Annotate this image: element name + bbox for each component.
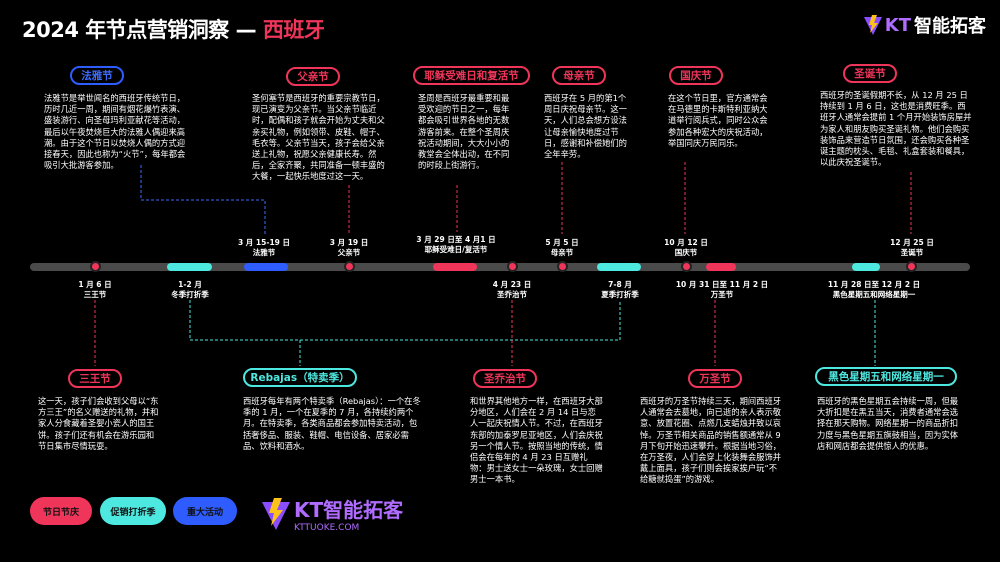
timeline-label-below: 7-8 月夏季打折季 (601, 280, 639, 300)
label-date: 3 月 15-19 日 (237, 238, 291, 247)
marker-st-george (507, 261, 518, 272)
card-text-fallas: 法雅节是举世闻名的西班牙传统节日，历时几近一周，期间有烟花爆竹表演、盛装游行、向… (44, 93, 186, 171)
card-title-three-kings: 三王节 (68, 369, 122, 388)
label-name: 法雅节 (252, 248, 276, 257)
card-title-mothers-day: 母亲节 (552, 66, 606, 85)
label-name: 万圣节 (710, 290, 734, 299)
card-text-christmas: 西班牙的圣诞假期不长，从 12 月 25 日持续到 1 月 6 日，这也是消费旺… (820, 90, 972, 168)
label-name: 国庆节 (674, 248, 698, 257)
label-name: 母亲节 (550, 248, 574, 257)
label-date: 3 月 19 日 (329, 238, 369, 247)
legend-major-event: 重大活动 (173, 497, 237, 525)
logo-icon (863, 15, 882, 35)
label-date: 10 月 12 日 (664, 238, 708, 247)
label-date: 3 月 29 日至 4 月1 日 (416, 235, 496, 244)
label-date: 10 月 31 日至 11 月 2 日 (675, 280, 769, 289)
card-text-three-kings: 这一天，孩子们会收到父母以“东方三王”的名义赠送的礼物，并和家人分食藏着圣婴小瓷… (38, 396, 159, 451)
label-name: 三王节 (83, 290, 107, 299)
logo-text: 智能拓客 (914, 16, 986, 37)
label-name: 父亲节 (337, 248, 361, 257)
watermark-url: KTTUOKE.COM (294, 523, 360, 533)
card-title-rebajas: Rebajas（特卖季） (243, 368, 357, 387)
label-name: 夏季打折季 (601, 290, 639, 299)
timeline-label-below: 11 月 28 日至 12 月 2 日黑色星期五和网络星期一 (828, 280, 920, 300)
card-title-easter: 耶稣受难日和复活节 (413, 66, 530, 85)
label-name: 耶稣受难日/复活节 (424, 245, 488, 254)
label-date: 11 月 28 日至 12 月 2 日 (827, 280, 921, 289)
label-name: 圣诞节 (900, 248, 924, 257)
timeline-label-below: 1 月 6 日三王节 (78, 280, 111, 300)
connector-rebajas (189, 300, 621, 366)
label-date: 1 月 6 日 (78, 280, 112, 289)
label-date: 12 月 25 日 (890, 238, 934, 247)
title-main: 2024 年节点营销洞察 — (22, 18, 263, 42)
card-text-mothers-day: 西班牙在 5 月的第1个周日庆祝母亲节。这一天，人们总会想方设法让母亲愉快地度过… (544, 93, 627, 160)
label-name: 圣乔治节 (497, 290, 527, 299)
card-title-national-day: 国庆节 (669, 66, 723, 85)
card-title-fathers-day: 父亲节 (286, 67, 340, 86)
label-name: 黑色星期五和网络星期一 (832, 290, 916, 299)
card-text-black-friday: 西班牙的黑色星期五会持续一周，但最大折扣是在黑五当天，消费者通常会选择在那天购物… (817, 396, 959, 451)
legend-holiday: 节日节庆 (30, 497, 92, 525)
marker-fallas (244, 263, 288, 271)
card-text-halloween: 西班牙的万圣节持续三天，期间西班牙人通常会去墓地，向已逝的亲人表示敬意、放置花圈… (640, 396, 782, 485)
label-name: 冬季打折季 (171, 290, 209, 299)
timeline-track (30, 263, 970, 271)
timeline-label-above: 12 月 25 日圣诞节 (890, 238, 934, 258)
card-title-halloween: 万圣节 (688, 369, 742, 388)
connector-fallas (140, 165, 266, 234)
logo-kt: KT (884, 14, 911, 36)
timeline-label-below: 4 月 23 日圣乔治节 (493, 280, 532, 300)
marker-winter-sale (167, 263, 212, 271)
card-title-st-george: 圣乔治节 (473, 369, 537, 388)
label-date: 1-2 月 (178, 280, 202, 289)
timeline-label-below: 1-2 月冬季打折季 (171, 280, 209, 300)
timeline-label-below: 10 月 31 日至 11 月 2 日万圣节 (676, 280, 768, 300)
label-date: 4 月 23 日 (492, 280, 532, 289)
marker-three-kings (90, 261, 101, 272)
marker-easter (433, 263, 477, 271)
timeline-label-above: 3 月 15-19 日法雅节 (238, 238, 290, 258)
card-text-fathers-day: 圣何塞节是西班牙的重要宗教节日，现已演变为父亲节。当父亲节临近时，配偶和孩子就会… (252, 93, 385, 182)
card-title-christmas: 圣诞节 (843, 64, 897, 83)
marker-summer-sale (597, 263, 641, 271)
card-text-rebajas: 西班牙每年有两个特卖季（Rebajas）：一个在冬季的 1 月，一个在夏季的 7… (243, 396, 421, 451)
timeline-label-above: 3 月 19 日父亲节 (330, 238, 369, 258)
card-text-easter: 圣周是西班牙最重要和最受欢迎的节日之一，每年都会吸引世界各地的无数游客前来。在整… (418, 93, 510, 171)
watermark-brand: KT智能拓客 (294, 498, 404, 522)
title-country: 西班牙 (262, 18, 325, 42)
timeline-label-above: 10 月 12 日国庆节 (664, 238, 708, 258)
timeline-label-above: 3 月 29 日至 4 月1 日耶稣受难日/复活节 (416, 235, 495, 255)
page-title: 2024 年节点营销洞察 — 西班牙 (22, 14, 325, 44)
card-text-st-george: 和世界其他地方一样，在西班牙大部分地区，人们会在 2 月 14 日与恋人一起庆祝… (470, 396, 603, 485)
timeline-label-above: 5 月 5 日母亲节 (545, 238, 578, 258)
watermark-logo-icon (262, 497, 290, 530)
card-title-fallas: 法雅节 (70, 66, 124, 85)
label-date: 5 月 5 日 (545, 238, 579, 247)
marker-halloween (706, 263, 736, 271)
marker-black-friday (852, 263, 880, 271)
marker-fathers-day (344, 261, 355, 272)
legend-sale-season: 促销打折季 (100, 497, 166, 525)
label-date: 7-8 月 (608, 280, 632, 289)
marker-christmas (906, 261, 917, 272)
card-text-national-day: 在这个节日里，官方通常会在马德里的卡斯特利亚纳大道举行阅兵式，同时公众会参加各种… (668, 93, 768, 148)
marker-mothers-day (557, 261, 568, 272)
card-title-black-friday: 黑色星期五和网络星期一 (815, 367, 957, 386)
marker-national-day (681, 261, 692, 272)
